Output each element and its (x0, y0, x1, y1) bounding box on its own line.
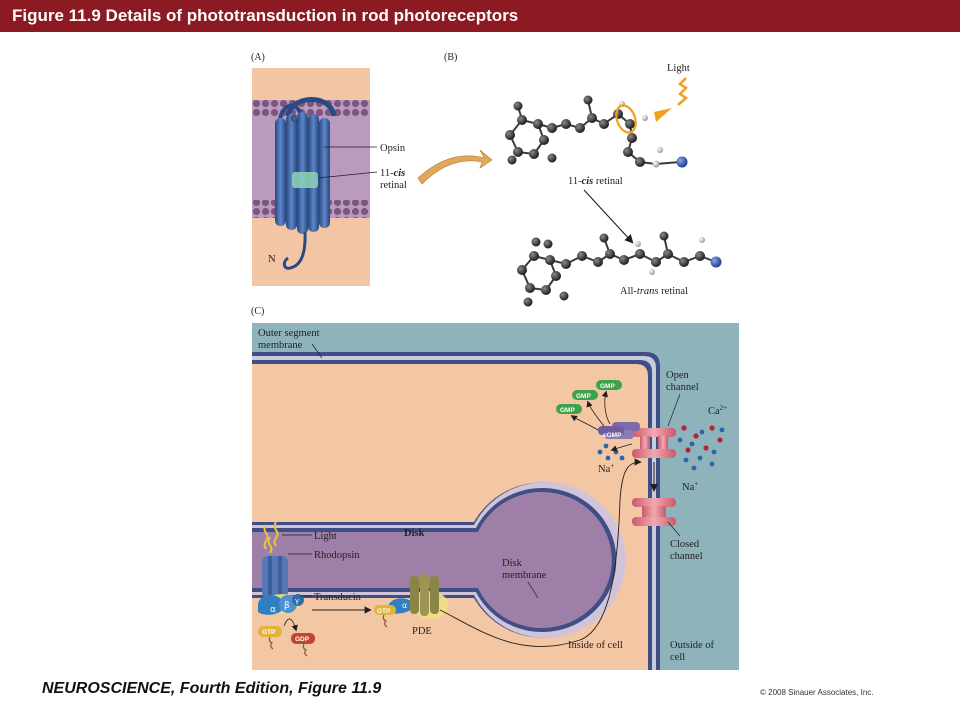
n-terminal-label: N (268, 254, 276, 265)
cgmp-label: cGMP (603, 432, 622, 439)
opsin-label: Opsin (380, 143, 406, 154)
open-channel-label-2: channel (666, 382, 699, 393)
retinal-label-line1: 11-cis (380, 168, 405, 179)
ca-label: Ca2+ (708, 404, 727, 417)
gamma-subunit-label: γ (295, 597, 299, 605)
panel-b: (B) Light 11-cis retinal (444, 52, 722, 307)
cgmp-to-gmp-arrows (570, 390, 611, 431)
svg-text:GMP: GMP (576, 393, 591, 400)
na-label-outside: Na+ (682, 480, 698, 493)
retinal-pocket (292, 172, 318, 188)
gmp-badge-1: GMP (596, 380, 622, 390)
beta-subunit-label: β (284, 601, 290, 611)
inside-cell-label: Inside of cell (568, 640, 623, 651)
pde-to-channel-arrow (439, 458, 642, 648)
isomerization-arrow (583, 189, 634, 244)
cgmp-cluster (598, 422, 640, 439)
panel-c-label: (C) (251, 306, 264, 317)
open-channel (632, 428, 676, 458)
transducin (258, 594, 304, 615)
svg-text:GMP: GMP (600, 383, 615, 390)
copyright-notice: © 2008 Sinauer Associates, Inc. (760, 688, 874, 697)
light-label-b: Light (667, 63, 690, 74)
pde-enzyme (410, 574, 439, 616)
gtp-tail-2 (382, 614, 388, 628)
cis-retinal-label: 11-cis retinal (568, 176, 623, 187)
disk-label: Disk (404, 528, 425, 539)
isomerization-bond-highlight (615, 104, 637, 134)
cis-retinal-atoms (505, 95, 688, 168)
transition-arrow (417, 149, 493, 185)
retinal-leader-line (317, 171, 378, 179)
outer-segment-leader (311, 343, 323, 359)
light-squiggles-c (263, 521, 279, 554)
disk (252, 482, 626, 638)
gmp-badge-2: GMP (572, 390, 598, 400)
trans-retinal-atoms (517, 231, 722, 307)
closed-channel-label-1: Closed (670, 539, 700, 550)
outer-segment-label-1: Outer segment (258, 328, 320, 339)
svg-text:GMP: GMP (560, 407, 575, 414)
na-label-inside: Na+ (598, 462, 614, 475)
svg-text:GTP: GTP (262, 629, 276, 636)
book-citation: NEUROSCIENCE, Fourth Edition, Figure 11.… (42, 680, 382, 697)
disk-membrane-label-1: Disk (502, 558, 523, 569)
open-channel-label-1: Open (666, 370, 689, 381)
panel-a: (A) C N Opsin 11-cis retinal (251, 52, 493, 286)
ions-outside (677, 425, 725, 471)
disk-membrane-label-2: membrane (502, 570, 547, 581)
disk-membrane-leader (527, 581, 539, 599)
title-bar: Figure 11.9 Details of phototransduction… (0, 0, 960, 32)
retinal-label-line2: retinal (380, 180, 407, 191)
opsin-protein (275, 97, 337, 270)
rhodopsin-label: Rhodopsin (314, 550, 360, 561)
outer-segment-label-2: membrane (258, 340, 303, 351)
phosphate-tails (268, 636, 308, 657)
light-label-c: Light (314, 531, 337, 542)
light-wave-b (677, 77, 689, 106)
slide-title: Figure 11.9 Details of phototransduction… (12, 6, 519, 25)
panel-a-label: (A) (251, 52, 265, 63)
svg-text:GTP: GTP (377, 608, 391, 615)
outside-cell-label-1: Outside of (670, 640, 715, 651)
svg-text:GDP: GDP (295, 636, 310, 643)
rhodopsin (262, 556, 288, 598)
panel-c: (C) Disk Outer segment membrane Disk mem… (251, 306, 739, 670)
trans-retinal-label: All-trans retinal (620, 286, 688, 297)
gdp-badge: GDP (291, 633, 315, 644)
light-arrow-b (654, 108, 672, 122)
closed-channel-label-2: channel (670, 551, 703, 562)
gtp-exchange-arrow (283, 618, 298, 632)
open-channel-leader (667, 393, 681, 427)
panel-b-label: (B) (444, 52, 457, 63)
pde-label: PDE (412, 626, 432, 637)
gtp-badge-1: GTP (258, 626, 282, 637)
gmp-badge-3: GMP (556, 404, 582, 414)
alpha-active-label: α (402, 601, 407, 610)
na-ions-inside (597, 443, 625, 461)
c-terminal-label: C (291, 114, 298, 125)
na-influx-arrow (610, 443, 633, 452)
outside-cell-label-2: cell (670, 652, 685, 663)
alpha-subunit-label: α (270, 605, 276, 615)
closed-channel (632, 498, 676, 526)
closed-channel-leader (667, 521, 681, 537)
transducin-label: Transducin (314, 592, 362, 603)
